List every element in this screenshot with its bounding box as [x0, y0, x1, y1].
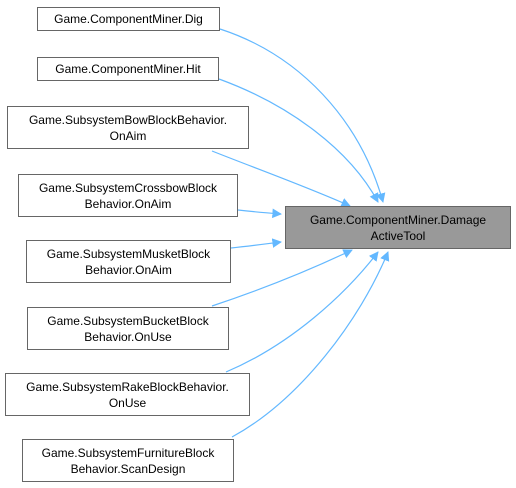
edge-caller-5-to-target [211, 249, 353, 307]
caller-node-6-line1: Game.SubsystemRakeBlockBehavior. [26, 379, 229, 394]
caller-node-4-line1: Game.SubsystemMusketBlock [46, 246, 211, 261]
caller-node-7[interactable]: Game.SubsystemFurnitureBlock Behavior.Sc… [22, 439, 234, 482]
caller-node-3-line1: Game.SubsystemCrossbowBlock [38, 180, 218, 195]
edge-caller-4-to-target [230, 238, 282, 249]
caller-node-6[interactable]: Game.SubsystemRakeBlockBehavior. OnUse [5, 373, 250, 416]
edge-caller-7-to-target [231, 251, 390, 438]
caller-node-2-line2: OnAim [109, 128, 147, 143]
caller-node-4[interactable]: Game.SubsystemMusketBlock Behavior.OnAim [26, 240, 231, 283]
caller-node-3-line2: Behavior.OnAim [84, 196, 172, 211]
edge-caller-6-to-target [225, 251, 379, 373]
edge-caller-3-to-target [237, 208, 282, 219]
caller-node-2-line1: Game.SubsystemBowBlockBehavior. [28, 112, 228, 127]
caller-node-0-line1: Game.ComponentMiner.Dig [54, 12, 203, 26]
caller-node-1[interactable]: Game.ComponentMiner.Hit [37, 57, 219, 81]
caller-node-7-line1: Game.SubsystemFurnitureBlock [41, 445, 215, 460]
caller-node-5[interactable]: Game.SubsystemBucketBlock Behavior.OnUse [27, 307, 229, 350]
caller-node-5-line2: Behavior.OnUse [84, 329, 172, 344]
caller-node-5-line1: Game.SubsystemBucketBlock [47, 313, 209, 328]
caller-node-1-line1: Game.ComponentMiner.Hit [55, 62, 201, 76]
caller-node-3[interactable]: Game.SubsystemCrossbowBlock Behavior.OnA… [18, 174, 238, 217]
caller-node-4-line2: Behavior.OnAim [85, 262, 172, 277]
caller-node-0[interactable]: Game.ComponentMiner.Dig [37, 7, 220, 31]
caller-node-6-line2: OnUse [108, 395, 147, 410]
caller-node-7-line2: Behavior.ScanDesign [70, 461, 186, 476]
target-node[interactable]: Game.ComponentMiner.Damage ActiveTool [285, 206, 511, 249]
target-node-line1: Game.ComponentMiner.Damage [309, 212, 487, 227]
edge-caller-1-to-target [218, 78, 379, 203]
edge-caller-2-to-target [211, 150, 351, 207]
caller-node-2[interactable]: Game.SubsystemBowBlockBehavior. OnAim [7, 106, 249, 149]
edge-caller-0-to-target [219, 28, 386, 203]
target-node-line2: ActiveTool [370, 228, 426, 243]
